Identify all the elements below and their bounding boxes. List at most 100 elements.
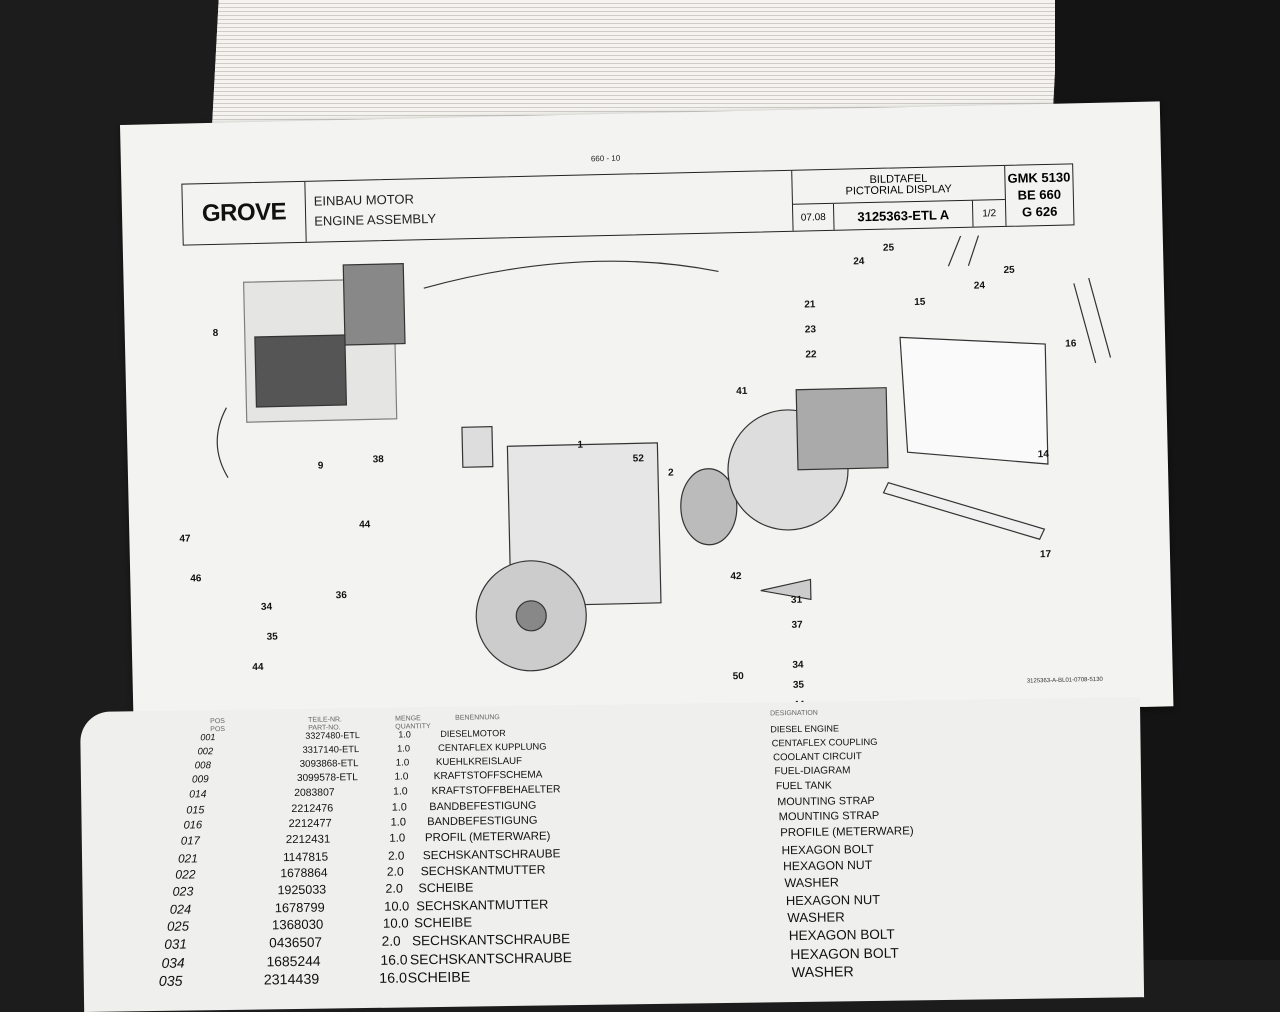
cell-qty: 1.0 xyxy=(391,801,407,814)
table-row: 001 3327480-ETL 1.0 DIESELMOTOR DIESEL ENGIN… xyxy=(80,719,1140,742)
callout-44: 44 xyxy=(252,661,264,674)
callout-42: 42 xyxy=(730,571,742,583)
cell-de: SECHSKANTMUTTER xyxy=(416,896,549,914)
cell-qty: 1.0 xyxy=(394,771,409,783)
cell-qty: 1.0 xyxy=(389,832,406,845)
cell-de: BANDBEFESTIGUNG xyxy=(427,814,538,829)
document-number: 3125363-ETL A xyxy=(833,200,974,230)
cell-pos: 009 xyxy=(191,774,209,786)
cell-pos: 023 xyxy=(172,884,194,899)
callout-16: 16 xyxy=(1065,338,1077,350)
cell-pos: 022 xyxy=(175,867,196,882)
col-name-german: BENENNUNG xyxy=(455,714,500,722)
cell-en: WASHER xyxy=(784,875,839,891)
cell-de: SECHSKANTSCHRAUBE xyxy=(422,846,561,863)
cell-pos: 015 xyxy=(186,804,205,817)
cell-pos: 001 xyxy=(200,732,216,743)
cell-part: 3327480-ETL xyxy=(305,730,360,741)
cell-pos: 016 xyxy=(183,819,203,832)
cell-pos: 025 xyxy=(166,918,190,935)
cell-pos: 034 xyxy=(161,954,185,972)
cell-part: 3099578-ETL xyxy=(296,772,358,784)
table-row: 009 3099578-ETL 1.0 KRAFTSTOFFSCHEMA FUEL-DI… xyxy=(81,761,1141,785)
cell-part: 2083807 xyxy=(294,787,335,799)
cell-part: 2212431 xyxy=(285,833,331,846)
cell-de: DIESELMOTOR xyxy=(440,728,506,739)
callout-47: 47 xyxy=(179,533,191,545)
cell-de: SCHEIBE xyxy=(418,880,474,896)
cell-en: DIESEL ENGINE xyxy=(770,723,840,735)
callout-34: 34 xyxy=(260,601,273,613)
cell-de: KUEHLKREISLAUF xyxy=(435,755,523,768)
cell-en: HEXAGON NUT xyxy=(785,891,881,909)
cell-part: 1678864 xyxy=(280,865,328,881)
callout-22: 22 xyxy=(805,349,817,361)
cell-en: CENTAFLEX COUPLING xyxy=(771,736,878,749)
sheet-number: 660 - 10 xyxy=(590,153,621,164)
cell-pos: 021 xyxy=(177,851,198,866)
tank-thumbnail xyxy=(342,262,406,346)
cell-en: COOLANT CIRCUIT xyxy=(773,750,862,763)
cell-qty: 1.0 xyxy=(395,757,410,769)
callout-23: 23 xyxy=(804,324,817,336)
cell-de: BANDBEFESTIGUNG xyxy=(429,799,537,813)
cell-en: MOUNTING STRAP xyxy=(777,794,875,809)
cell-qty: 16.0 xyxy=(379,970,408,987)
callout-37: 37 xyxy=(791,619,803,631)
cell-en: WASHER xyxy=(787,909,845,926)
diagram-lines xyxy=(216,232,1112,672)
cell-qty: 10.0 xyxy=(382,915,409,932)
cell-pos: 002 xyxy=(197,745,214,757)
engine-thumbnail xyxy=(254,334,348,408)
callout-24: 24 xyxy=(973,280,986,292)
cell-qty: 1.0 xyxy=(398,729,411,740)
cell-en: FUEL-DIAGRAM xyxy=(774,765,851,778)
cell-part: 0436507 xyxy=(269,934,323,951)
cell-qty: 2.0 xyxy=(386,864,404,879)
cell-part: 2212476 xyxy=(291,802,334,815)
cell-pos: 014 xyxy=(189,788,207,801)
title-block: GROVE EINBAU MOTOR ENGINE ASSEMBLY BILDT… xyxy=(181,163,1075,246)
cell-de: SCHEIBE xyxy=(407,969,471,987)
arrow-curve xyxy=(423,260,719,289)
cell-de: CENTAFLEX KUPPLUNG xyxy=(438,741,547,753)
cell-de: SCHEIBE xyxy=(414,915,473,931)
cell-en: MOUNTING STRAP xyxy=(778,809,880,824)
cell-pos: 031 xyxy=(164,936,187,953)
cell-de: KRAFTSTOFFBEHAELTER xyxy=(431,784,561,797)
cell-qty: 1.0 xyxy=(393,786,408,798)
callout-31: 31 xyxy=(790,594,803,606)
callout-25: 25 xyxy=(1003,264,1015,276)
model-name: GMK 5130 xyxy=(1007,169,1071,186)
callout-21: 21 xyxy=(804,299,816,311)
cell-part: 2314439 xyxy=(263,971,320,989)
callout-9: 9 xyxy=(317,460,324,472)
issue-date: 07.08 xyxy=(792,203,835,231)
coupling xyxy=(680,468,738,546)
callout-36: 36 xyxy=(335,589,347,602)
cell-pos: 024 xyxy=(169,901,192,917)
cell-de: PROFIL (METERWARE) xyxy=(424,830,551,845)
callout-34: 34 xyxy=(792,659,804,671)
g-code: G 626 xyxy=(1021,203,1058,220)
cell-de: KRAFTSTOFFSCHEMA xyxy=(433,769,543,783)
callout-38: 38 xyxy=(372,454,384,466)
cell-part: 3317140-ETL xyxy=(302,743,360,755)
cell-de: SECHSKANTMUTTER xyxy=(420,862,546,879)
cell-pos: 008 xyxy=(194,759,212,772)
cell-qty: 2.0 xyxy=(381,933,401,950)
cell-de: SECHSKANTSCHRAUBE xyxy=(409,949,573,968)
callout-35: 35 xyxy=(266,631,278,643)
callout-50: 50 xyxy=(732,670,744,683)
callout-24: 24 xyxy=(853,256,865,268)
